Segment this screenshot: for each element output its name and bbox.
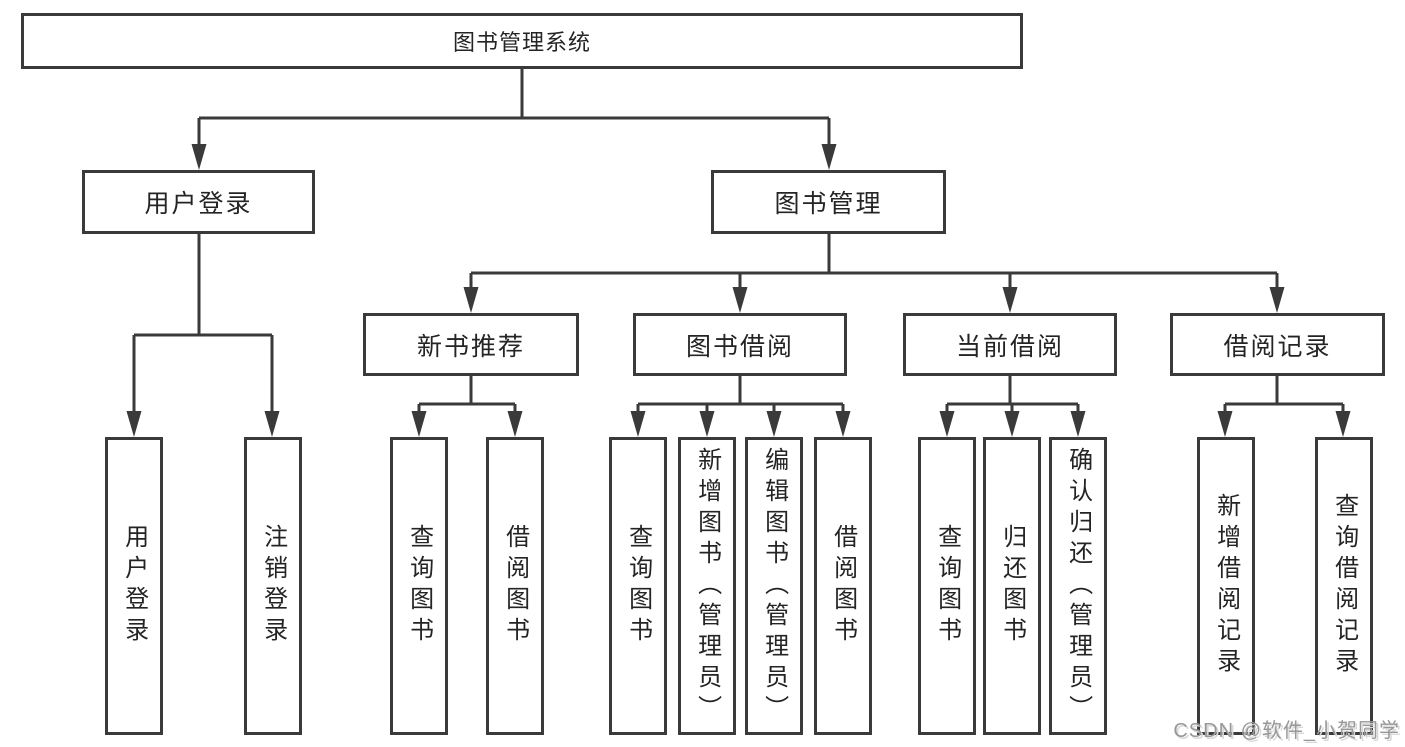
node-label: 用户登录: [144, 190, 253, 218]
leaf-edit-book-admin: 编辑图书（管理员）: [745, 437, 803, 735]
node-label: 查询借阅记录: [1330, 493, 1358, 679]
arrow-icon: [1269, 287, 1285, 313]
arrow-icon: [191, 144, 207, 170]
node-label: 用户登录: [120, 524, 148, 648]
arrow-icon: [732, 287, 748, 313]
arrow-icon: [939, 411, 955, 437]
node-label: 新增借阅记录: [1212, 493, 1240, 679]
node-label: 查询图书: [624, 524, 652, 648]
connector-current-borrow: [945, 376, 1080, 413]
node-label: 确认归还（管理员）: [1064, 446, 1092, 726]
leaf-user-login: 用户登录: [105, 437, 163, 735]
node-label: 编辑图书（管理员）: [760, 446, 788, 726]
node-label: 借阅图书: [829, 524, 857, 648]
node-label: 注销登录: [259, 524, 287, 648]
leaf-query-books-current: 查询图书: [918, 437, 976, 735]
node-label: 图书借阅: [685, 332, 794, 361]
leaf-add-borrow-record: 新增借阅记录: [1197, 437, 1255, 735]
leaf-logout: 注销登录: [244, 437, 302, 735]
leaf-query-borrow-record: 查询借阅记录: [1315, 437, 1373, 735]
leaf-borrow-books: 借阅图书: [814, 437, 872, 735]
node-label: 归还图书: [998, 524, 1026, 648]
arrow-icon: [630, 411, 646, 437]
node-library-management-system: 图书管理系统: [21, 13, 1023, 69]
leaf-add-book-admin: 新增图书（管理员）: [678, 437, 736, 735]
arrow-icon: [835, 411, 851, 437]
node-label: 新书推荐: [416, 332, 525, 361]
connector-new-book: [417, 376, 517, 413]
arrow-icon: [1335, 411, 1351, 437]
node-label: 借阅记录: [1223, 332, 1332, 361]
arrow-icon: [821, 144, 837, 170]
node-label: 当前借阅: [955, 332, 1064, 361]
arrow-icon: [507, 411, 523, 437]
arrow-icon: [264, 411, 280, 437]
node-label: 查询图书: [933, 524, 961, 648]
node-book-management: 图书管理: [711, 170, 946, 234]
connector-borrow-record: [1223, 376, 1345, 413]
node-label: 图书管理系统: [452, 30, 591, 55]
arrow-icon: [766, 411, 782, 437]
arrow-icon: [1217, 411, 1233, 437]
arrow-icon: [699, 411, 715, 437]
csdn-watermark: CSDN @软件_小贺同学: [1173, 720, 1400, 742]
node-label: 借阅图书: [501, 524, 529, 648]
node-book-borrow: 图书借阅: [633, 313, 847, 376]
leaf-query-books-borrow: 查询图书: [609, 437, 667, 735]
leaf-borrow-books-recommend: 借阅图书: [486, 437, 544, 735]
connector-root: [197, 69, 831, 146]
node-current-borrow: 当前借阅: [903, 313, 1117, 376]
arrow-icon: [411, 411, 427, 437]
leaf-confirm-return-admin: 确认归还（管理员）: [1049, 437, 1107, 735]
node-new-book-recommend: 新书推荐: [363, 313, 579, 376]
arrow-icon: [126, 411, 142, 437]
arrowheads: [126, 144, 1351, 437]
connector-user-login: [132, 234, 274, 413]
connector-book-management: [469, 234, 1279, 289]
leaf-return-book: 归还图书: [983, 437, 1041, 735]
connector-book-borrow: [636, 376, 845, 413]
node-borrow-record: 借阅记录: [1170, 313, 1385, 376]
node-label: 新增图书（管理员）: [693, 446, 721, 726]
leaf-query-books-recommend: 查询图书: [390, 437, 448, 735]
node-label: 图书管理: [774, 190, 883, 218]
arrow-icon: [1002, 287, 1018, 313]
node-user-login: 用户登录: [82, 170, 315, 234]
node-label: 查询图书: [405, 524, 433, 648]
arrow-icon: [1070, 411, 1086, 437]
arrow-icon: [1004, 411, 1020, 437]
arrow-icon: [463, 287, 479, 313]
